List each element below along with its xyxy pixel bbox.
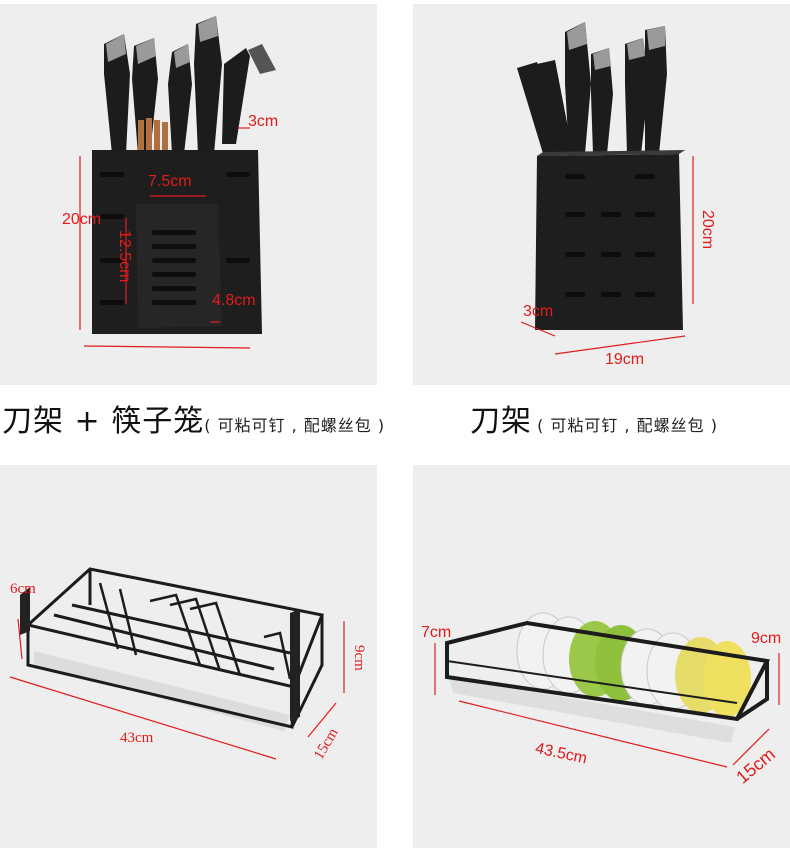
dim-depth: 3cm [248, 113, 279, 130]
product-photo-bowl-rack: 7cm 9cm 43.5cm 15cm [413, 465, 790, 848]
dim-height: 20cm [699, 210, 716, 250]
caption-right: 刀架 ( 可粘可钉 , 配螺丝包 ) [470, 396, 718, 440]
knife-rack-illustration [517, 22, 694, 355]
dim-side-height: 9cm [351, 645, 367, 671]
product-photo-knife-chopstick-rack: 20cm 3cm 7.5cm 4.8cm 12.5cm [0, 4, 377, 385]
dim-cup-width: 7.5cm [148, 173, 192, 190]
dim-cup-height: 12.5cm [116, 230, 133, 283]
product-photo-dish-drainer: 6cm 9cm 43cm 15cm [0, 465, 377, 848]
caption-left: 刀架 + 筷子笼( 可粘可钉 , 配螺丝包 ) [2, 396, 385, 440]
dim-cup-depth: 4.8cm [212, 292, 256, 309]
dim-side-height: 9cm [751, 630, 782, 647]
bowl-rack-illustration [434, 612, 780, 768]
dim-width: 19cm [605, 351, 645, 368]
dim-height: 7cm [421, 624, 452, 641]
dish-drainer-illustration [9, 567, 345, 760]
caption-right-title: 刀架 [470, 404, 532, 439]
product-photo-knife-rack: 20cm 3cm 19cm [413, 4, 790, 385]
caption-left-title: 刀架 + 筷子笼 [2, 404, 205, 439]
dim-height: 20cm [62, 211, 102, 228]
dim-length: 43cm [120, 730, 154, 746]
dim-depth: 3cm [523, 303, 554, 320]
dim-height: 6cm [10, 581, 36, 597]
caption-right-note: ( 可粘可钉 , 配螺丝包 ) [537, 416, 719, 435]
caption-left-note: ( 可粘可钉 , 配螺丝包 ) [204, 416, 386, 435]
knife-chopstick-rack-illustration [79, 16, 276, 349]
